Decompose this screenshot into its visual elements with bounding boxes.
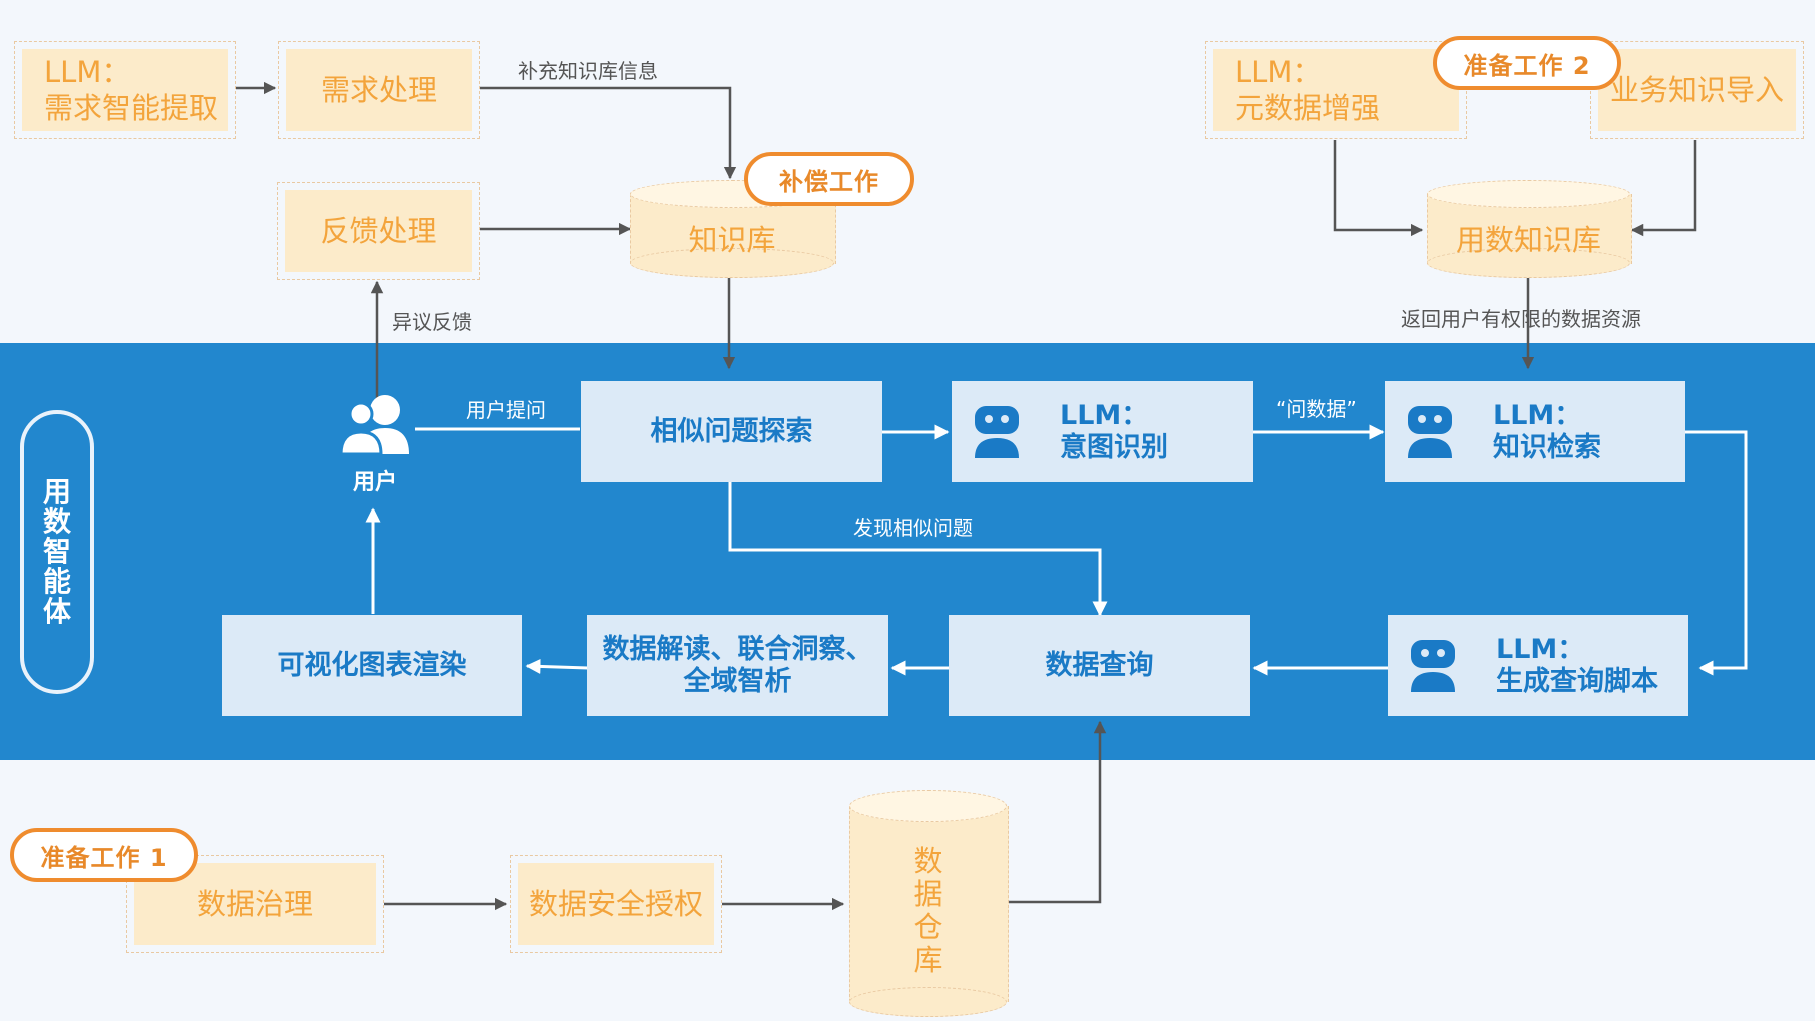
agent-title-pill: 用数智能体: [20, 410, 94, 694]
llm-metadata-enhancement-box: LLM： 元数据增强: [1205, 41, 1467, 139]
visualization-render-box: 可视化图表渲染: [222, 615, 522, 716]
edge-interpretation-to-visualization: [525, 658, 589, 674]
interpretation-line1: 数据解读、联合洞察、: [602, 633, 873, 665]
data-knowledge-base-cylinder: 用数知识库: [1427, 180, 1632, 278]
user-label: 用户: [352, 470, 397, 495]
data-query-box: 数据查询: [949, 615, 1250, 716]
data-warehouse-label: 数据仓库: [913, 844, 943, 977]
preparation-2-label: 准备工作 2: [1463, 51, 1591, 80]
robot-icon: [1408, 405, 1452, 458]
ask-data-label: “问数据”: [1276, 397, 1357, 421]
robot-icon: [1411, 639, 1455, 692]
similar-question-search-label: 相似问题探索: [650, 415, 813, 447]
llm-retrieval-line2: 知识检索: [1493, 431, 1601, 463]
user-icon: [339, 395, 409, 456]
edge-llm-meta-to-dkb: [1333, 140, 1424, 237]
llm-requirement-line1: LLM：: [44, 55, 131, 89]
business-knowledge-import-label: 业务知识导入: [1609, 73, 1784, 107]
llm-metadata-line1: LLM：: [1235, 55, 1322, 89]
found-similar-label: 发现相似问题: [853, 516, 973, 540]
data-knowledge-base-label: 用数知识库: [1455, 223, 1601, 257]
similar-question-search-box: 相似问题探索: [581, 381, 882, 482]
compensation-work-badge: 补偿工作: [744, 152, 914, 206]
business-knowledge-import-box: 业务知识导入: [1590, 41, 1804, 139]
edge-retrieval-to-script: [1685, 430, 1748, 676]
preparation-1-badge: 准备工作 1: [10, 828, 198, 882]
knowledge-base-label: 知识库: [688, 223, 776, 257]
llm-generate-script-box: LLM： 生成查询脚本: [1388, 615, 1688, 716]
data-security-auth-box: 数据安全授权: [510, 855, 722, 953]
user-node: 用户: [335, 394, 415, 504]
compensation-work-label: 补偿工作: [779, 167, 879, 196]
data-interpretation-box: 数据解读、联合洞察、 全域智析: [587, 615, 888, 716]
edge-requirement-to-kb: [480, 86, 737, 180]
agent-title: 用数智能体: [42, 475, 71, 628]
data-query-label: 数据查询: [1045, 649, 1154, 681]
llm-knowledge-retrieval-box: LLM： 知识检索: [1385, 381, 1685, 482]
preparation-2-badge: 准备工作 2: [1433, 36, 1621, 90]
preparation-1-label: 准备工作 1: [40, 843, 168, 872]
edge-warehouse-to-query: [1006, 720, 1107, 904]
user-question-label: 用户提问: [466, 398, 546, 422]
requirement-processing-box: 需求处理: [278, 41, 480, 139]
llm-retrieval-line1: LLM：: [1493, 399, 1582, 431]
return-resources-label: 返回用户有权限的数据资源: [1401, 307, 1641, 331]
data-governance-label: 数据治理: [196, 887, 313, 921]
llm-requirement-extraction-box: LLM： 需求智能提取: [14, 41, 236, 139]
llm-metadata-line2: 元数据增强: [1235, 91, 1381, 125]
objection-feedback-label: 异议反馈: [392, 310, 472, 334]
llm-intent-line2: 意图识别: [1060, 431, 1168, 463]
supplement-kb-label: 补充知识库信息: [518, 59, 658, 83]
interpretation-line2: 全域智析: [683, 665, 792, 697]
feedback-processing-box: 反馈处理: [277, 182, 480, 280]
visualization-render-label: 可视化图表渲染: [277, 649, 467, 681]
feedback-processing-label: 反馈处理: [320, 214, 437, 248]
llm-intent-line1: LLM：: [1060, 399, 1149, 431]
edge-import-to-dkb: [1630, 140, 1697, 237]
llm-intent-recognition-box: LLM： 意图识别: [952, 381, 1253, 482]
data-security-auth-label: 数据安全授权: [528, 887, 703, 921]
robot-icon: [975, 405, 1019, 458]
data-warehouse-cylinder: 数据仓库: [849, 790, 1009, 1017]
llm-requirement-line2: 需求智能提取: [44, 91, 219, 125]
llm-script-line1: LLM：: [1496, 633, 1585, 665]
llm-script-line2: 生成查询脚本: [1496, 665, 1658, 697]
edge-similar-to-query: [728, 482, 1108, 617]
requirement-processing-label: 需求处理: [320, 73, 437, 107]
